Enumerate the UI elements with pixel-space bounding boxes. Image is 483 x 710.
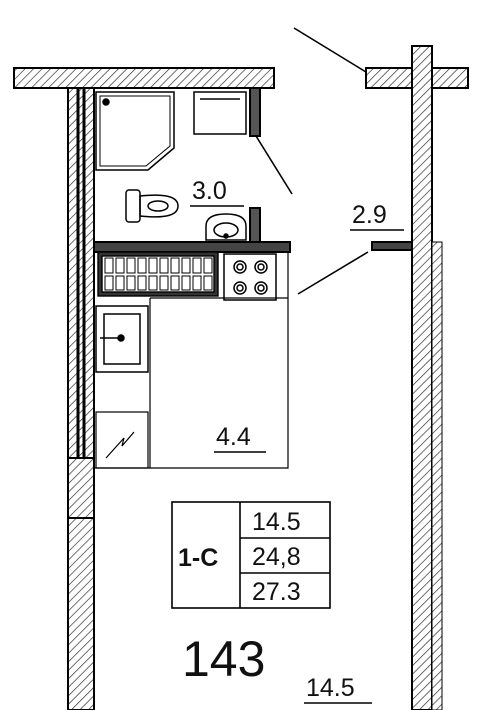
washing-machine-icon xyxy=(193,91,247,135)
top-wall-left xyxy=(13,67,275,89)
room-labels: 3.0 2.9 4.4 14.5 xyxy=(190,177,404,704)
toilet-icon xyxy=(125,189,179,223)
door-lines xyxy=(255,27,369,295)
area-table xyxy=(171,501,331,609)
fridge-icon xyxy=(95,411,149,469)
apartment-number: 143 xyxy=(182,631,265,687)
kitchen-sink-icon xyxy=(95,305,149,373)
living-area: 14.5 xyxy=(306,674,355,702)
kitchen-outline xyxy=(93,252,289,469)
table-balcony-area: 27.3 xyxy=(252,578,301,606)
apartment-type: 1-С xyxy=(178,544,218,572)
table-living-area: 14.5 xyxy=(252,508,301,536)
left-wall-bottom xyxy=(67,517,95,710)
stove-icon xyxy=(223,253,277,301)
sink-icon xyxy=(205,213,247,241)
corridor-area: 2.9 xyxy=(352,201,387,229)
radiator-icon xyxy=(97,251,219,297)
bathroom-area: 3.0 xyxy=(192,177,227,205)
left-wall-lower xyxy=(67,457,95,519)
bath-bottom-wall xyxy=(93,241,291,253)
right-wall xyxy=(411,45,433,710)
shower-cabin-icon xyxy=(95,91,175,171)
bath-partition-upper xyxy=(249,87,261,137)
left-wall-upper xyxy=(67,87,95,459)
right-outer-wall xyxy=(431,241,443,710)
table-total-area: 24,8 xyxy=(252,543,301,571)
kitchen-area: 4.4 xyxy=(216,423,251,451)
walls xyxy=(13,45,469,710)
corridor-stub xyxy=(371,241,413,251)
